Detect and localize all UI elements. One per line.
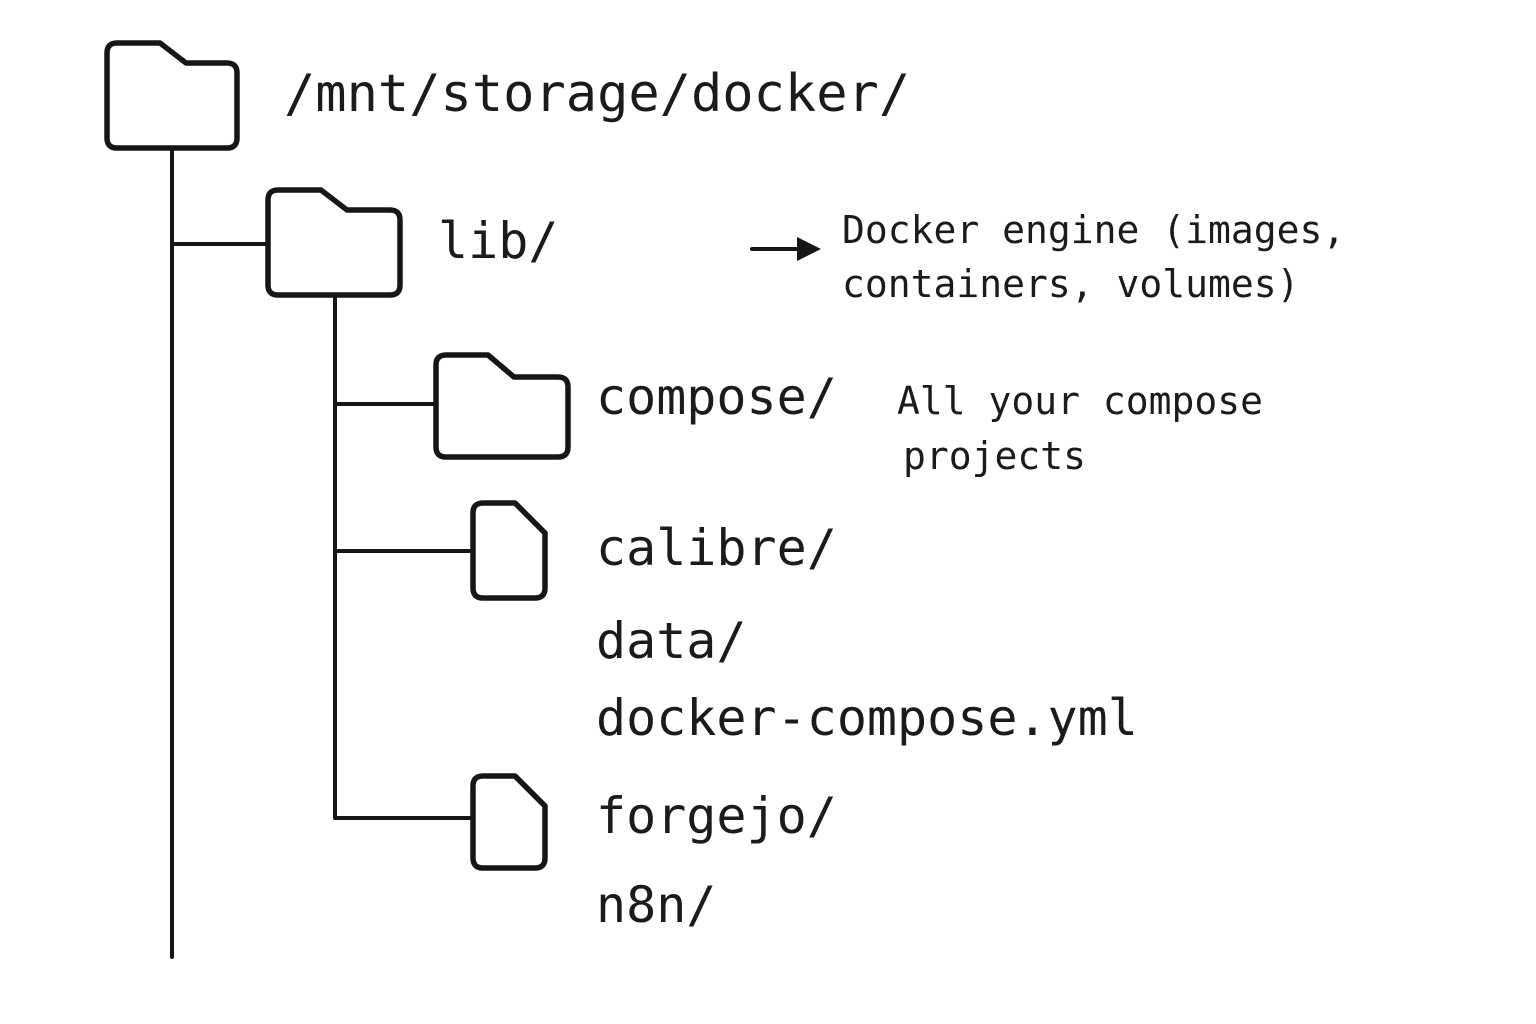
node-label-compose: compose/ bbox=[596, 368, 837, 426]
node-label-data: data/ bbox=[596, 612, 747, 670]
file-icon bbox=[470, 500, 548, 601]
annotation-lib-line2: containers, volumes) bbox=[842, 262, 1300, 306]
annotation-lib-line1: Docker engine (images, bbox=[842, 208, 1346, 252]
folder-icon bbox=[265, 187, 403, 298]
trunk-line-lib-to-forgejo bbox=[333, 293, 475, 820]
node-label-n8n: n8n/ bbox=[596, 876, 717, 934]
arrow-right-icon bbox=[750, 237, 821, 261]
annotation-compose-line2: projects bbox=[903, 434, 1087, 478]
node-label-calibre: calibre/ bbox=[596, 519, 837, 577]
folder-icon bbox=[104, 40, 240, 151]
node-label-lib: lib/ bbox=[438, 212, 559, 270]
annotation-compose-line1: All your compose bbox=[897, 379, 1264, 423]
node-icons bbox=[104, 40, 571, 871]
node-label-docker-compose-yml: docker-compose.yml bbox=[596, 689, 1138, 747]
file-icon bbox=[470, 773, 548, 871]
node-label-forgejo: forgejo/ bbox=[596, 787, 837, 845]
connector-lines bbox=[170, 146, 475, 959]
folder-icon bbox=[433, 352, 571, 460]
arrow-head bbox=[797, 237, 821, 261]
root-path-label: /mnt/storage/docker/ bbox=[284, 64, 911, 124]
